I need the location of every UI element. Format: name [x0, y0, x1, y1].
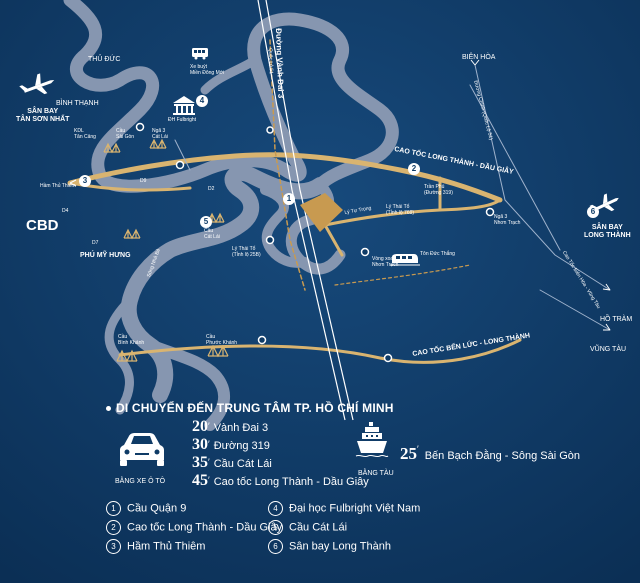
saigon-river — [63, 0, 399, 193]
marker-5[interactable]: 5 — [200, 216, 212, 228]
label-xe-buyt: Xe buýt Miền Đông Mới — [190, 64, 225, 76]
ship-icon — [355, 422, 389, 458]
label-nga3-cat-lai-top: Ngã 3 Cát Lái — [152, 128, 168, 140]
bien-hoa-vt-dashed — [474, 64, 611, 291]
label-cau-cat-lai: Cầu Cát Lái — [204, 228, 220, 240]
label-san-bay-tsn: SÂN BAY TÂN SƠN NHẤT — [16, 108, 70, 123]
marker-6[interactable]: 6 — [587, 206, 599, 218]
label-vong-xoay: Vòng xoay Nhơn Trạch — [372, 256, 399, 268]
huong-lo-25-road — [323, 198, 502, 227]
railway-dashed — [334, 264, 471, 286]
car-label: BẰNG XE Ô TÔ — [115, 478, 166, 485]
car-time-row: 45′Cao tốc Long Thành - Dầu Giây — [192, 472, 369, 489]
nguyen-huu-canh-road — [323, 223, 344, 257]
train-icon — [390, 254, 420, 266]
label-tran-phu: Trần Phú (Đường 319) — [424, 184, 453, 196]
cao-toc-bh-vt-line — [469, 84, 561, 251]
boat-time-row: 25′Bến Bạch Đằng - Sông Sài Gòn — [400, 444, 581, 463]
bridge-d2-icon — [207, 212, 225, 224]
label-vung-tau: VŨNG TÀU — [590, 346, 627, 353]
marker-2[interactable]: 2 — [408, 163, 420, 175]
university-building-icon — [173, 96, 195, 115]
river-west-branch — [104, 295, 135, 415]
label-ho-tram: HỒ TRÀM — [600, 316, 633, 323]
rail-vanh-dai-3 — [257, 0, 354, 421]
label-ham-thu-thiem: Hầm Thủ Thiêm — [40, 183, 76, 189]
label-d2: D2 — [208, 186, 215, 192]
ben-luc-lt-road — [118, 338, 522, 364]
label-cbd: CBD — [26, 217, 59, 234]
bridge-sai-gon-icon — [103, 142, 121, 154]
label-duong-vanh-dai-3: Đường Vành Đai 3 — [274, 27, 286, 99]
direction-arrows — [69, 59, 611, 331]
river-top-loop — [200, 55, 260, 95]
label-dh-fulbright: ĐH Fulbright — [168, 117, 197, 123]
label-ton-duc-thang: Tôn Đức Thắng — [420, 251, 455, 257]
river-loop-d2 — [260, 185, 310, 268]
junction-dots — [135, 122, 495, 363]
marker-4[interactable]: 4 — [196, 95, 208, 107]
label-d9: D9 — [140, 178, 147, 184]
project-site — [300, 193, 343, 232]
vanh-dai-3-dashed — [269, 39, 306, 291]
label-d7: D7 — [92, 240, 99, 246]
label-cau-sai-gon: Cầu Sài Gòn — [116, 128, 135, 140]
bus-icon — [192, 48, 208, 60]
label-san-bay-lt: SÂN BAY LONG THÀNH — [584, 224, 631, 239]
dong-nai-river — [120, 164, 328, 403]
car-time-row: 30′Đường 319 — [192, 436, 270, 453]
bridge-cat-lai-top-icon — [149, 138, 167, 150]
bridge-cat-lai-icon — [123, 228, 141, 240]
label-bien-hoa: BIÊN HÒA — [462, 54, 496, 61]
car-icon — [120, 433, 164, 466]
label-phu-my-hung: PHÚ MỸ HƯNG — [80, 252, 131, 259]
bridge-binh-khanh-icon — [116, 349, 138, 363]
label-d4: D4 — [62, 208, 69, 214]
airplane-tsn-icon — [19, 73, 55, 95]
boat-label: BẰNG TÀU — [358, 470, 394, 477]
car-time-row: 35′Cầu Cát Lái — [192, 454, 272, 471]
label-thu-duc: THỦ ĐỨC — [88, 56, 121, 63]
label-cau-binh-khanh: Cầu Bình Khánh — [118, 334, 145, 346]
bridge-phuoc-khanh-icon — [207, 344, 229, 358]
label-kdl-tan-cang: KDL Tân Cảng — [74, 128, 96, 140]
label-ly-thai-to: Lý Thái Tổ (Tỉnh lộ 25B) — [232, 246, 261, 258]
label-binh-thanh: BÌNH THẠNH — [56, 100, 99, 107]
travel-title: DI CHUYỂN ĐẾN TRUNG TÂM TP. HỒ CHÍ MINH — [106, 401, 394, 415]
vung-tau-road — [539, 289, 611, 331]
bullet-dot — [106, 406, 111, 412]
marker-1[interactable]: 1 — [283, 193, 295, 205]
nha-be-river — [144, 339, 230, 431]
cao-toc-lt-dg-road — [67, 152, 503, 203]
mien-dong-line — [174, 139, 191, 171]
label-ly-thai-to-2: Lý Thái Tổ (Tỉnh lộ 769) — [386, 204, 415, 216]
label-cau-phuoc-khanh: Cầu Phước Khánh — [206, 334, 238, 346]
label-duong-vanh-dai-3-sub: Quốc Lộ 51 — [267, 48, 274, 75]
bridge-icons — [103, 138, 229, 363]
car-time-row: 20′Vành Đai 3 — [192, 418, 269, 435]
label-nga3-nhon-trach: Ngã 3 Nhơn Trạch — [494, 214, 521, 226]
marker-3[interactable]: 3 — [79, 175, 91, 187]
